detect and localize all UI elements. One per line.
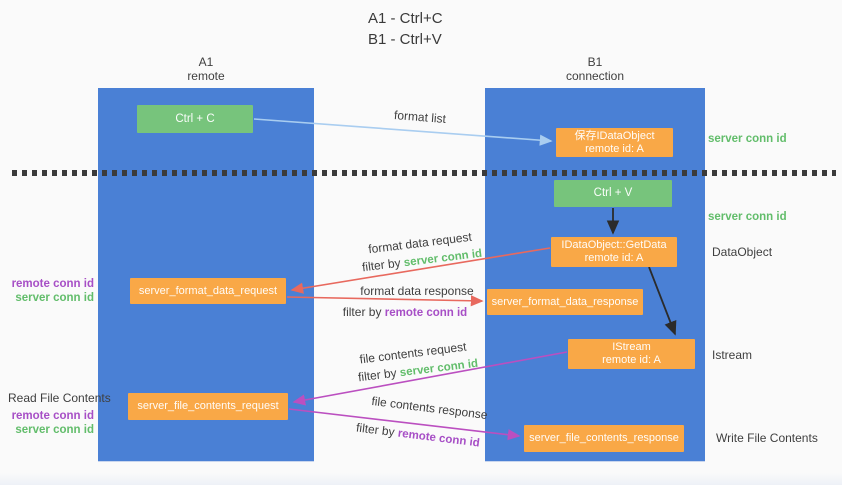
save-idataobject-node: 保存IDataObject remote id: A: [556, 128, 673, 157]
remote-conn-id-text: remote conn id: [384, 307, 468, 319]
filter-by-text: filter by: [355, 420, 399, 440]
read-file-contents-annotation: Read File Contents: [8, 391, 111, 405]
server-format-data-request-label: server_format_data_request: [138, 284, 278, 297]
getdata-line1: IDataObject::GetData: [561, 239, 667, 251]
server-conn-id-annotation: server conn id: [15, 292, 94, 304]
istream-line2: remote id: A: [602, 354, 661, 366]
filter-by-text: filter by: [357, 365, 401, 385]
server-conn-id-annotation-mid: server conn id: [708, 211, 787, 223]
server-file-contents-response-label: server_file_contents_response: [529, 432, 679, 444]
format-data-response-filter-label: filter by remote conn id: [335, 305, 475, 319]
istream-line1: IStream: [612, 341, 651, 353]
ctrl-v-node: Ctrl + V: [554, 180, 672, 207]
file-contents-response-label: file contents response: [370, 393, 489, 423]
column-header-b1: B1 connection: [485, 55, 705, 83]
istream-annotation: Istream: [712, 348, 753, 362]
server-conn-id-annotation: server conn id: [15, 424, 94, 436]
file-contents-response-filter-label: filter by remote conn id: [348, 420, 489, 451]
getdata-line2: remote id: A: [584, 252, 644, 264]
remote-conn-id-annotation: remote conn id: [11, 278, 94, 290]
server-conn-id-text: server conn id: [399, 357, 479, 380]
column-b1-subtitle: connection: [565, 69, 625, 83]
server-file-contents-request-node: server_file_contents_request: [128, 393, 288, 420]
ctrl-v-label: Ctrl + V: [593, 187, 633, 199]
remote-conn-id-annotation: remote conn id: [11, 410, 94, 422]
dataobject-annotation: DataObject: [712, 245, 773, 259]
left-conn-id-pair-top: remote conn id server conn id: [4, 277, 94, 305]
diagram-title: A1 - Ctrl+C B1 - Ctrl+V: [368, 8, 443, 50]
server-conn-id-annotation-top: server conn id: [708, 133, 787, 145]
column-a1-name: A1: [198, 55, 214, 69]
column-header-a1: A1 remote: [98, 55, 314, 83]
bottom-edge: [0, 473, 842, 485]
title-line-1: A1 - Ctrl+C: [368, 10, 443, 27]
save-idataobject-line2: remote id: A: [585, 142, 644, 155]
server-file-contents-response-node: server_file_contents_response: [524, 425, 684, 452]
left-conn-id-pair-bottom: remote conn id server conn id: [4, 409, 94, 437]
ctrl-c-node: Ctrl + C: [137, 105, 253, 133]
column-a1-subtitle: remote: [187, 69, 225, 83]
istream-node: IStream remote id: A: [568, 339, 695, 369]
title-line-2: B1 - Ctrl+V: [368, 31, 442, 48]
getdata-node: IDataObject::GetData remote id: A: [551, 237, 677, 267]
server-format-data-response-node: server_format_data_response: [487, 289, 643, 315]
remote-conn-id-text: remote conn id: [397, 427, 481, 450]
format-list-label: format list: [393, 107, 447, 127]
filter-by-text: filter by: [361, 255, 405, 275]
format-data-response-label: format data response: [360, 284, 474, 298]
column-b1-name: B1: [587, 55, 603, 69]
server-format-data-response-label: server_format_data_response: [491, 295, 639, 308]
server-file-contents-request-label: server_file_contents_request: [137, 400, 279, 412]
server-conn-id-text: server conn id: [403, 247, 483, 270]
server-format-data-request-node: server_format_data_request: [130, 278, 286, 304]
phase-divider-dashed-line: [12, 170, 836, 176]
save-idataobject-line1: 保存IDataObject: [574, 129, 655, 142]
write-file-contents-annotation: Write File Contents: [716, 431, 818, 445]
filter-by-text: filter by: [342, 305, 385, 319]
ctrl-c-label: Ctrl + C: [175, 112, 215, 125]
